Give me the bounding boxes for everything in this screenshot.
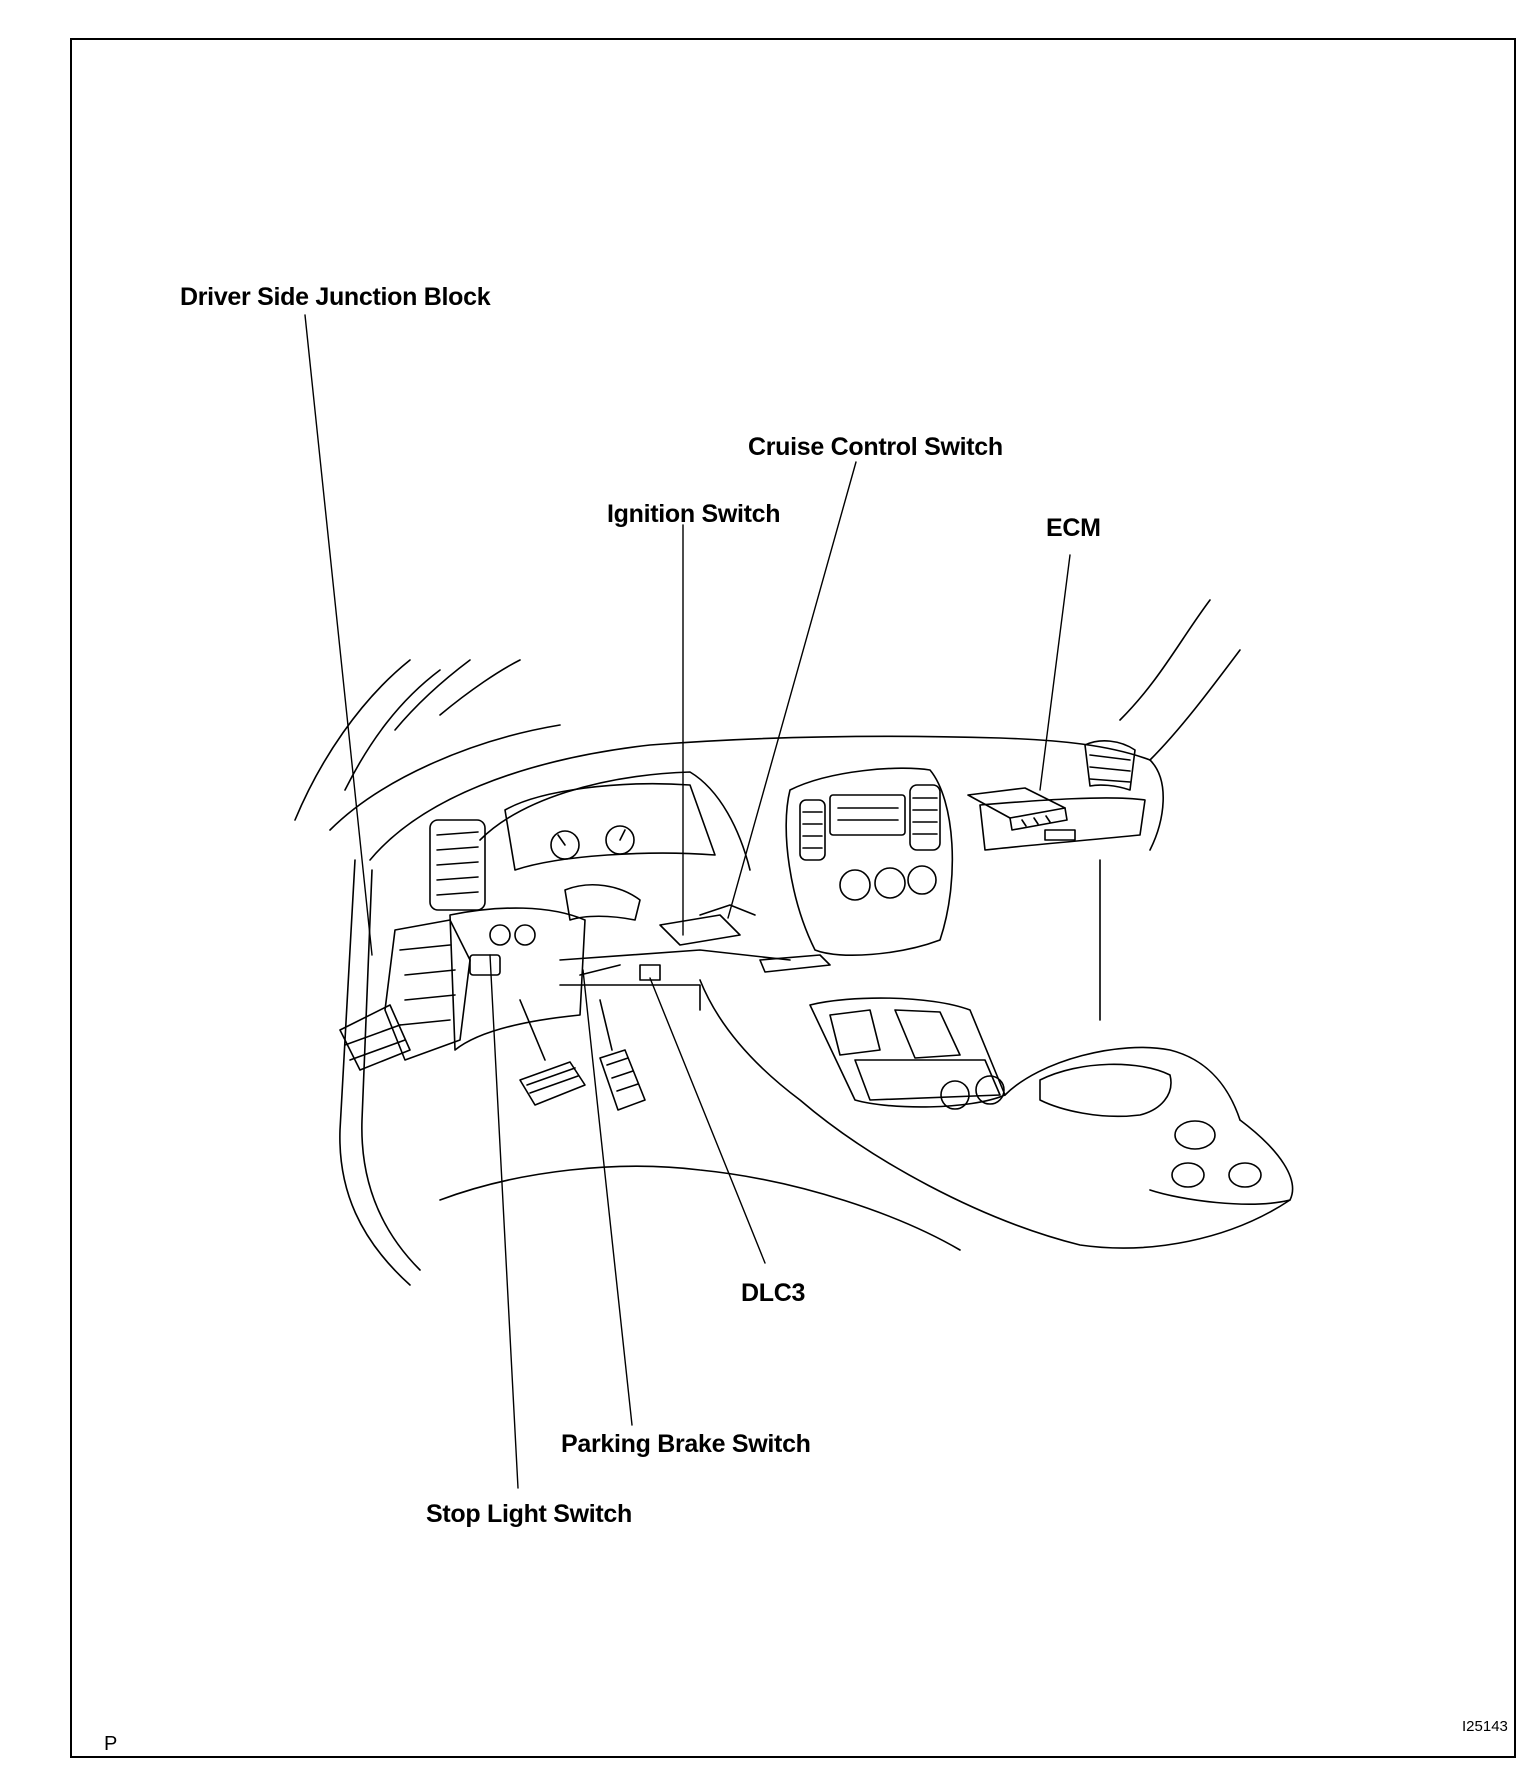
leader-line-junction-block <box>304 314 373 956</box>
center-stack <box>785 767 954 956</box>
figure-id: I25143 <box>1462 1718 1508 1735</box>
label-cruise-control-switch: Cruise Control Switch <box>748 433 1003 461</box>
driver-side-junction-block-part <box>339 919 471 1071</box>
windshield-pillar <box>294 659 561 831</box>
label-driver-side-junction-block: Driver Side Junction Block <box>180 283 491 311</box>
right-air-vent <box>1084 740 1136 791</box>
dashboard-outline <box>339 599 1241 1286</box>
leader-line-stop-light <box>489 954 519 1489</box>
label-ecm: ECM <box>1046 514 1101 542</box>
steering-column <box>559 884 831 981</box>
leader-line-cruise-control <box>727 461 857 919</box>
leader-lines <box>304 314 1071 1489</box>
accelerator-pedal <box>599 999 646 1111</box>
leader-line-ecm <box>1039 554 1071 791</box>
corner-mark: P <box>104 1733 118 1755</box>
diagram-frame <box>70 38 1516 1758</box>
lower-dash <box>449 907 701 1051</box>
label-ignition-switch: Ignition Switch <box>607 500 781 528</box>
label-stop-light-switch: Stop Light Switch <box>426 1500 632 1528</box>
ecm-module <box>967 787 1068 831</box>
center-console <box>439 859 1294 1251</box>
label-dlc3: DLC3 <box>741 1279 806 1307</box>
left-air-vent <box>429 819 486 911</box>
leader-line-parking-brake <box>582 969 633 1426</box>
label-parking-brake-switch: Parking Brake Switch <box>561 1430 811 1458</box>
glovebox <box>979 797 1146 851</box>
brake-pedal <box>519 999 586 1106</box>
instrument-cluster <box>479 771 751 871</box>
leader-line-dlc3 <box>649 977 766 1264</box>
